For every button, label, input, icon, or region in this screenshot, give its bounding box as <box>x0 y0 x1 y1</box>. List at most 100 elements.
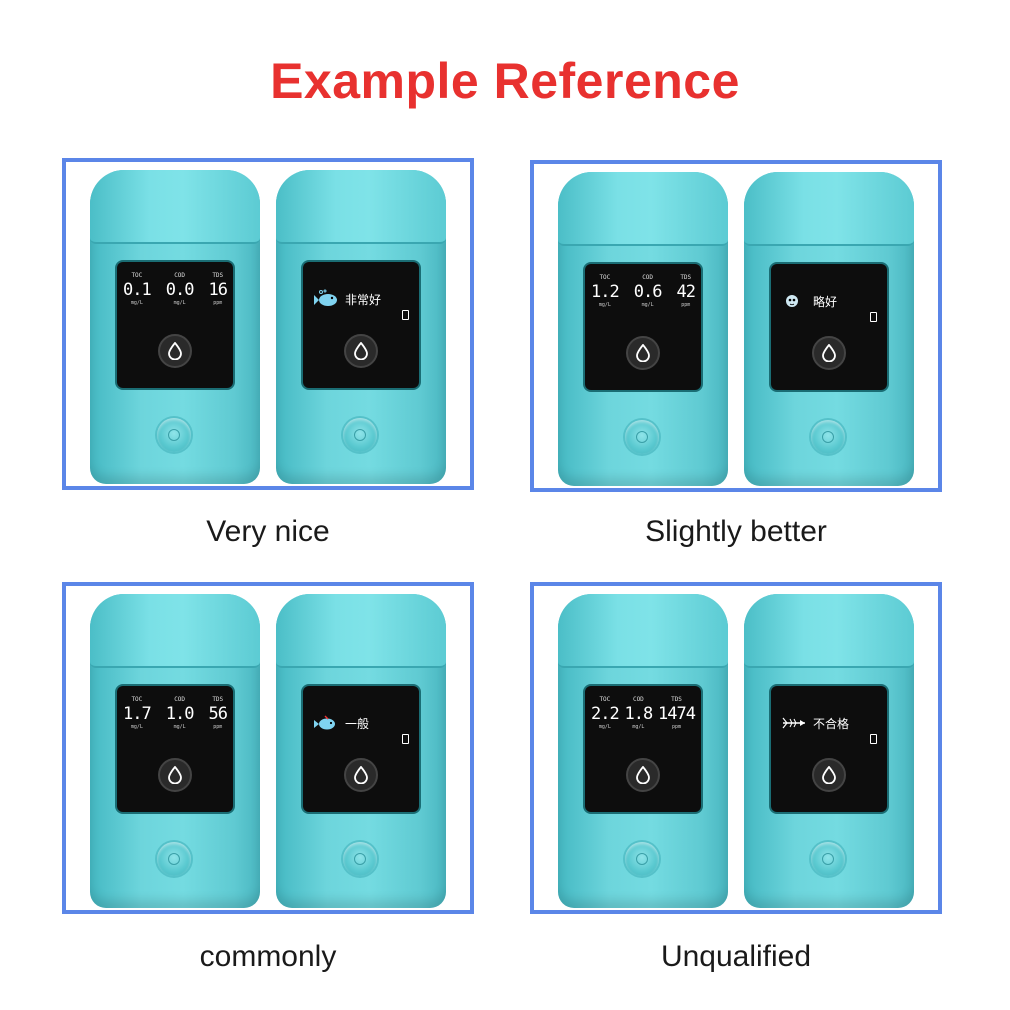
power-button[interactable] <box>343 842 377 876</box>
reading-label: TDS <box>680 274 692 281</box>
water-drop-icon <box>822 766 836 784</box>
reading-unit: mg/L <box>598 302 611 308</box>
panel-caption: Unqualified <box>660 940 812 973</box>
device-cap <box>558 172 728 246</box>
power-button[interactable] <box>157 418 191 452</box>
quality-display: 略好 <box>781 288 877 314</box>
reading-value: 42 <box>676 282 697 302</box>
device-cap <box>90 170 260 244</box>
device-screen: 不合格 <box>771 686 887 812</box>
test-button[interactable] <box>626 758 660 792</box>
water-drop-icon <box>354 342 368 360</box>
panel-caption: Very nice <box>206 515 330 548</box>
quality-display: 一般 <box>313 710 409 736</box>
test-button[interactable] <box>158 758 192 792</box>
quality-text: 一般 <box>345 716 370 731</box>
reading-label: TOC <box>599 696 611 703</box>
power-button[interactable] <box>343 418 377 452</box>
reading-value: 16 <box>208 280 229 300</box>
reading-label: COD <box>174 696 186 703</box>
device-cap <box>558 594 728 668</box>
power-button[interactable] <box>625 842 659 876</box>
reading-label: TOC <box>131 696 143 703</box>
power-button[interactable] <box>811 842 845 876</box>
tester-device-quality: 不合格 <box>744 594 914 908</box>
reading-unit: mg/L <box>598 724 611 730</box>
panel-caption: commonly <box>199 940 337 973</box>
test-button[interactable] <box>344 334 378 368</box>
reading-value: 1474 <box>658 704 696 724</box>
test-button[interactable] <box>158 334 192 368</box>
tester-device-quality: 一般 <box>276 594 446 908</box>
quality-display: 非常好 <box>313 286 409 312</box>
device-cap <box>276 170 446 244</box>
power-button[interactable] <box>625 420 659 454</box>
reading-label: TDS <box>671 696 682 703</box>
device-screen: 非常好 <box>303 262 419 388</box>
water-drop-icon <box>354 766 368 784</box>
tester-device-quality: 略好 <box>744 172 914 486</box>
water-drop-icon <box>636 766 650 784</box>
reading-unit: mg/L <box>130 724 143 730</box>
reading-value: 2.2 <box>591 704 620 724</box>
reading-unit: ppm <box>681 302 691 308</box>
reading-unit: mg/L <box>130 300 143 306</box>
power-button[interactable] <box>811 420 845 454</box>
battery-icon <box>402 310 409 320</box>
reading-value: 0.0 <box>165 280 195 300</box>
test-button[interactable] <box>812 758 846 792</box>
reading-label: TDS <box>212 272 224 279</box>
power-button[interactable] <box>157 842 191 876</box>
reading-value: 1.0 <box>165 704 195 724</box>
quality-text: 略好 <box>813 294 838 309</box>
test-button[interactable] <box>344 758 378 792</box>
device-screen: 略好 <box>771 264 887 390</box>
water-drop-icon <box>168 342 182 360</box>
battery-icon <box>870 734 877 744</box>
test-button[interactable] <box>812 336 846 370</box>
fish-icon <box>314 715 335 730</box>
quality-text: 非常好 <box>345 292 382 307</box>
device-cap <box>744 594 914 668</box>
reading-value: 0.1 <box>123 280 152 300</box>
reading-label: TOC <box>131 272 143 279</box>
test-button[interactable] <box>626 336 660 370</box>
water-drop-icon <box>822 344 836 362</box>
panel-caption: Slightly better <box>645 515 827 548</box>
quality-display: 不合格 <box>781 710 877 736</box>
quality-text: 不合格 <box>813 716 850 731</box>
water-drop-icon <box>168 766 182 784</box>
reading-unit: ppm <box>213 724 223 730</box>
device-screen: 一般 <box>303 686 419 812</box>
reading-label: COD <box>174 272 186 279</box>
reading-label: TOC <box>599 274 611 281</box>
page-title: Example Reference <box>270 53 740 109</box>
happy-fish-icon <box>314 289 337 306</box>
reading-value: 1.8 <box>624 704 654 724</box>
battery-icon <box>402 734 409 744</box>
water-drop-icon <box>636 344 650 362</box>
reading-label: COD <box>642 274 654 281</box>
device-cap <box>276 594 446 668</box>
